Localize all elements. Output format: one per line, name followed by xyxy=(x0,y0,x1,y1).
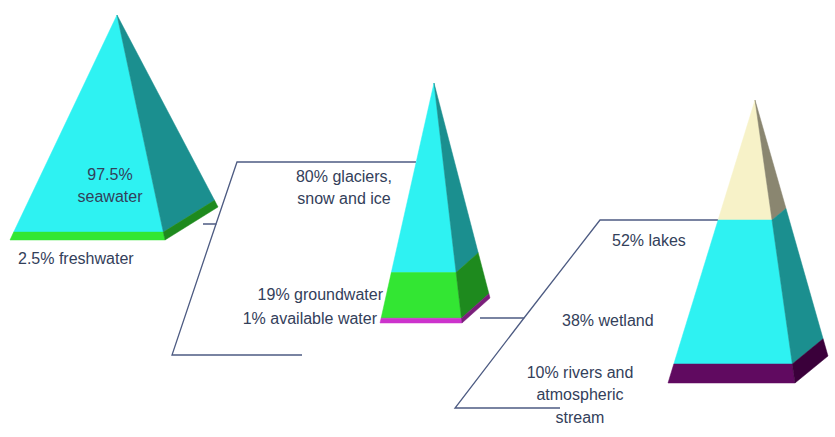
pyramid-side-band xyxy=(434,83,478,273)
share-label: 97.5% seawater xyxy=(75,164,145,209)
pyramid-front-band xyxy=(380,318,462,323)
share-label: 2.5% freshwater xyxy=(18,248,188,270)
pyramid-node: 97.5% seawater 2.5% freshwater xyxy=(0,0,206,275)
bracket-connector xyxy=(203,162,416,224)
pyramid-figure xyxy=(0,0,206,275)
share-label: 19% groundwater xyxy=(223,284,383,306)
share-label: 10% rivers and atmospheric stream xyxy=(516,362,644,429)
pyramid-front-band xyxy=(10,232,165,240)
pyramid-node: 52% lakes 38% wetland 10% rivers and atmos… xyxy=(505,96,835,432)
share-label: 1% available water xyxy=(217,308,377,330)
share-label: 80% glaciers, snow and ice xyxy=(290,166,398,211)
pyramid-side-band xyxy=(755,100,786,220)
share-label: 38% wetland xyxy=(562,310,672,332)
pyramid-side-band xyxy=(461,294,490,323)
pyramid-front-band xyxy=(674,220,793,364)
pyramid-figure xyxy=(505,96,835,432)
share-label: 52% lakes xyxy=(612,230,712,252)
pyramid-side-band xyxy=(772,209,823,365)
pyramid-node: 80% glaciers, snow and ice19% groundwate… xyxy=(228,78,495,336)
bracket-connector xyxy=(480,220,718,318)
pyramid-front-band xyxy=(668,364,795,383)
pyramid-side-band xyxy=(792,339,828,383)
pyramid-front-band xyxy=(381,273,461,319)
pyramid-side-band xyxy=(163,200,218,240)
